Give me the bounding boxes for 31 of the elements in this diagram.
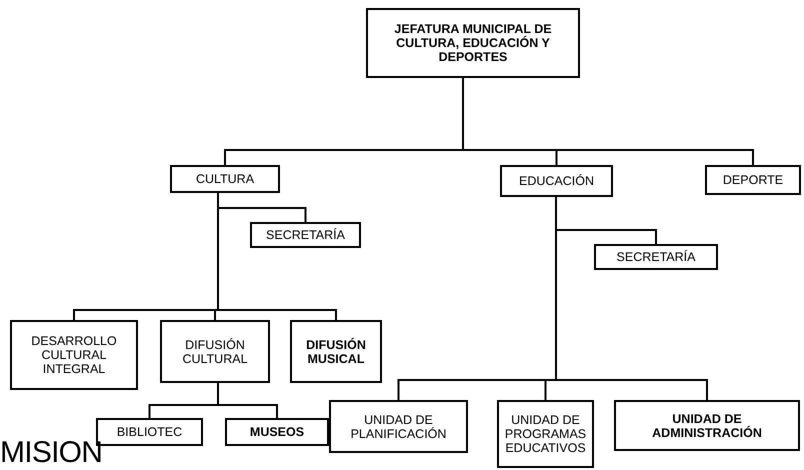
- connector-line: [217, 193, 337, 320]
- org-box: [614, 400, 800, 451]
- box-label: JEFATURA MUNICIPAL DE CULTURA, EDUCACIÓN Y DEPORTES: [393, 22, 553, 64]
- box-label: SECRETARÍA: [616, 250, 696, 264]
- org-box: [290, 320, 382, 383]
- box-label: SECRETARÍA: [266, 228, 345, 242]
- box-label: DEPORTE: [722, 173, 784, 187]
- box-label: EDUCACIÓN: [518, 174, 594, 188]
- org-box: [10, 320, 138, 390]
- org-box: [500, 165, 613, 197]
- box-label: UNIDAD DE PLANIFICACIÓN: [350, 412, 448, 440]
- org-box: [160, 320, 270, 383]
- org-box: [497, 400, 594, 468]
- org-box: [225, 418, 329, 446]
- connector-line: [555, 197, 708, 400]
- org-box: [329, 400, 468, 453]
- box-label: BIBLIOTEC: [116, 425, 182, 439]
- org-box: [170, 165, 280, 193]
- box-label: CULTURA: [196, 172, 254, 186]
- box-label: MUSEOS: [250, 425, 304, 439]
- box-label: DIFUSIÓN MUSICAL: [305, 338, 367, 366]
- org-box: [705, 165, 801, 195]
- box-label: DESARROLLO CULTURAL INTEGRAL: [30, 334, 118, 376]
- box-label: DIFUSIÓN CULTURAL: [181, 338, 249, 366]
- org-box: [366, 8, 580, 78]
- org-box: [594, 244, 718, 270]
- heading-text: MISION: [0, 438, 102, 468]
- org-box: [250, 222, 361, 248]
- box-label: UNIDAD DE PROGRAMAS EDUCATIVOS: [504, 413, 588, 455]
- connector-line: [462, 78, 754, 165]
- box-label: UNIDAD DE ADMINISTRACIÓN: [651, 412, 763, 440]
